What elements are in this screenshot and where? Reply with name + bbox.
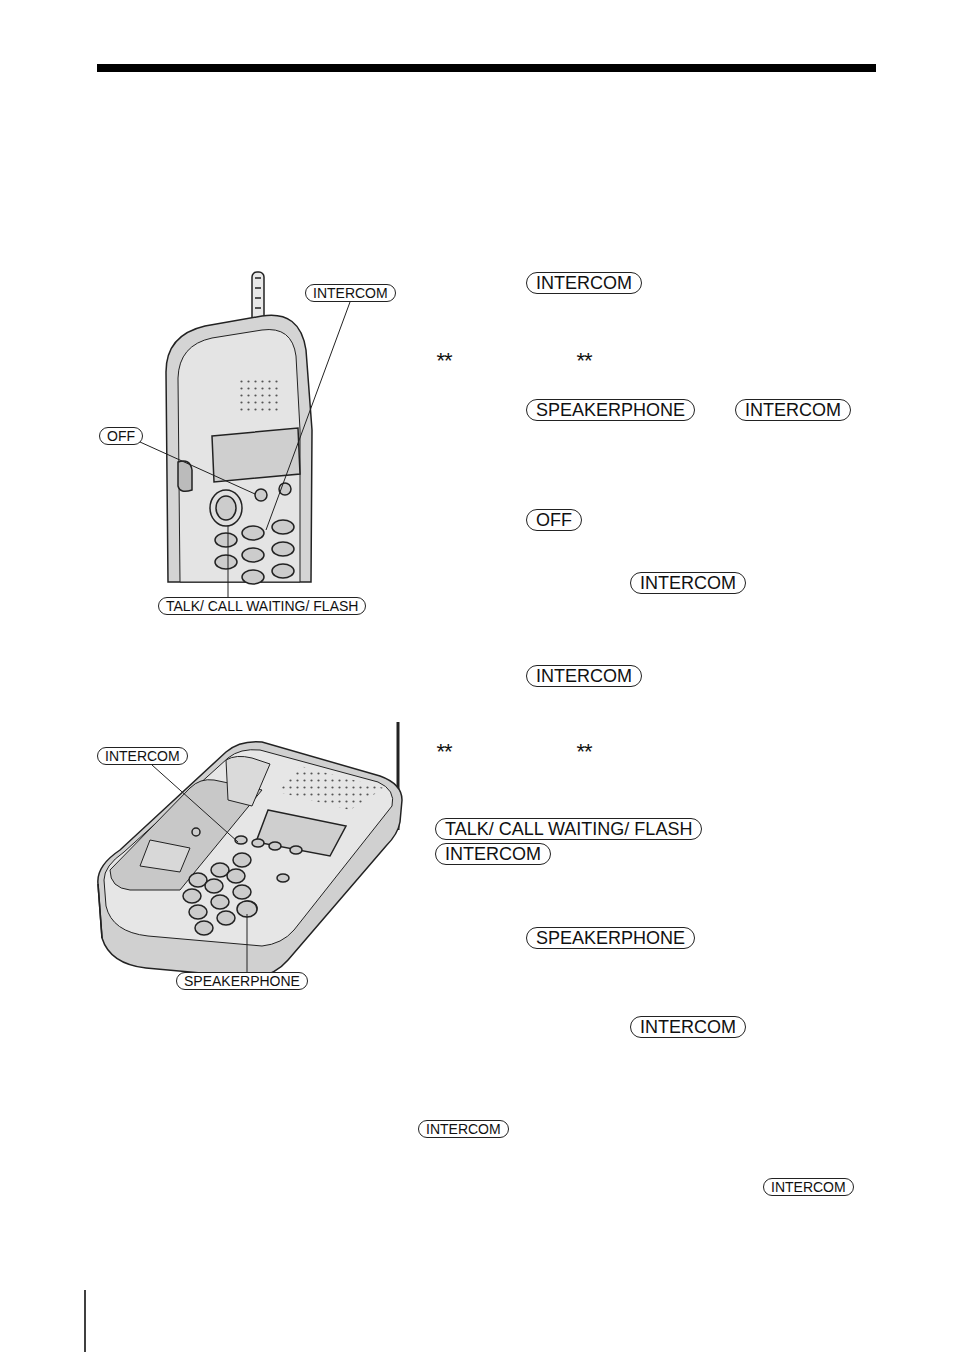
button-label: INTERCOM [435,843,551,865]
button-name: INTERCOM [536,666,632,686]
button-label: OFF [99,427,143,445]
button-name: INTERCOM [745,400,841,420]
note-mark: ** [576,350,591,372]
button-label: TALK/ CALL WAITING/ FLASH [435,818,702,840]
button-label: INTERCOM [735,399,851,421]
button-label: INTERCOM [630,1016,746,1038]
button-name: INTERCOM [313,285,388,301]
button-label: INTERCOM [526,272,642,294]
button-name: SPEAKERPHONE [536,928,685,948]
note-mark: ** [436,350,451,372]
button-label: INTERCOM [97,747,188,765]
button-label: SPEAKERPHONE [526,399,695,421]
button-name: INTERCOM [640,573,736,593]
button-label: INTERCOM [305,284,396,302]
header-bar [97,64,876,72]
note-mark: ** [436,741,451,763]
button-label: OFF [526,509,582,531]
base-unit-drawing [98,722,402,978]
button-name: OFF [536,510,572,530]
button-label: INTERCOM [418,1120,509,1138]
button-label: INTERCOM [763,1178,854,1196]
button-name: OFF [107,428,135,444]
button-name: TALK/ CALL WAITING/ FLASH [445,819,692,839]
button-label: INTERCOM [526,665,642,687]
button-name: SPEAKERPHONE [536,400,685,420]
button-name: INTERCOM [640,1017,736,1037]
button-name: INTERCOM [105,748,180,764]
button-name: INTERCOM [536,273,632,293]
button-label: SPEAKERPHONE [176,972,308,990]
button-name: TALK/ CALL WAITING/ FLASH [166,598,358,614]
button-name: INTERCOM [426,1121,501,1137]
leader-lines [140,302,350,973]
handset-drawing [166,272,312,584]
margin-rule [84,1290,86,1352]
button-label: SPEAKERPHONE [526,927,695,949]
note-mark: ** [576,741,591,763]
button-label: TALK/ CALL WAITING/ FLASH [158,597,366,615]
button-name: INTERCOM [771,1179,846,1195]
button-label: INTERCOM [630,572,746,594]
button-name: SPEAKERPHONE [184,973,300,989]
button-name: INTERCOM [445,844,541,864]
